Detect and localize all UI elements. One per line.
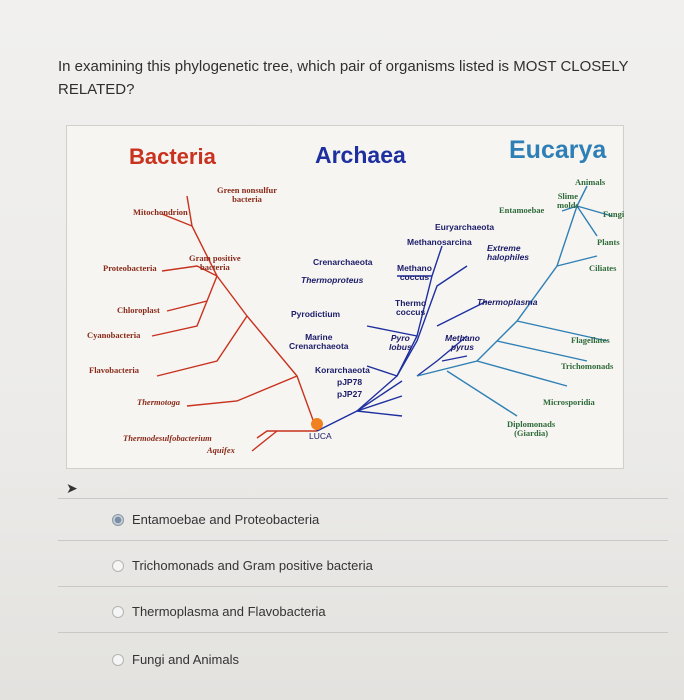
label-diplomonads: Diplomonads (Giardia): [507, 419, 556, 438]
label-thermodesulfobacterium: Thermodesulfobacterium: [123, 433, 212, 443]
answer-option-3[interactable]: Thermoplasma and Flavobacteria: [112, 604, 326, 619]
mouse-pointer-icon: ➤: [66, 480, 78, 496]
divider-2: [58, 586, 668, 587]
label-methanosarcina: Methanosarcina: [407, 237, 472, 247]
label-ciliates: Ciliates: [589, 263, 617, 273]
label-flagellates: Flagellates: [571, 335, 610, 345]
label-chloroplast: Chloroplast: [117, 305, 160, 315]
radio-icon[interactable]: [112, 559, 124, 572]
archaea-title: Archaea: [315, 142, 406, 168]
question-line-1: In examining this phylogenetic tree, whi…: [58, 58, 629, 75]
label-pyrodictium: Pyrodictium: [291, 309, 341, 319]
question-text: In examining this phylogenetic tree, whi…: [58, 55, 658, 101]
eucarya-branches: [416, 185, 613, 417]
label-marine-crenarchaeota: Marine Crenarchaeota: [289, 332, 349, 351]
label-mitochondrion: Mitochondrion: [133, 207, 188, 217]
label-proteobacteria: Proteobacteria: [103, 263, 157, 273]
answer-option-4[interactable]: Fungi and Animals: [112, 652, 239, 667]
label-methanopyrus: Methano pyrus: [445, 333, 480, 352]
luca-dot: [311, 418, 323, 430]
label-entamoebae: Entamoebae: [499, 205, 545, 215]
divider-3: [58, 632, 668, 633]
label-flavobacteria: Flavobacteria: [89, 365, 140, 375]
label-pyrolobus: Pyro lobus: [389, 333, 412, 352]
label-methanococcus: Methano coccus: [397, 263, 432, 282]
label-euryarchaeota: Euryarchaeota: [435, 222, 495, 232]
label-aquifex: Aquifex: [207, 445, 235, 455]
tree-branches: [151, 185, 613, 452]
label-green-nonsulfur: Green nonsulfur bacteria: [217, 185, 278, 204]
label-microsporidia: Microsporidia: [543, 397, 595, 407]
label-crenarchaeota: Crenarchaeota: [313, 257, 373, 267]
question-line-2: RELATED?: [58, 81, 135, 98]
label-extreme-halophiles: Extreme halophiles: [487, 243, 530, 262]
label-thermotoga: Thermotoga: [137, 397, 180, 407]
label-korarchaeota: Korarchaeota: [315, 365, 370, 375]
divider-top: [58, 498, 668, 499]
divider-1: [58, 540, 668, 541]
radio-icon[interactable]: [112, 605, 124, 618]
bacteria-branches: [151, 195, 318, 452]
phylogenetic-tree-figure: Bacteria Archaea Eucarya Green nonsulfur…: [66, 125, 624, 469]
label-trichomonads: Trichomonads: [561, 361, 614, 371]
label-luca: LUCA: [309, 431, 332, 441]
answer-option-2-label: Trichomonads and Gram positive bacteria: [132, 558, 373, 573]
answer-option-1-label: Entamoebae and Proteobacteria: [132, 512, 320, 527]
bacteria-title: Bacteria: [129, 144, 216, 169]
answer-option-1[interactable]: Entamoebae and Proteobacteria: [112, 512, 319, 527]
radio-selected-icon[interactable]: [112, 513, 124, 526]
label-animals: Animals: [575, 177, 606, 187]
label-thermococcus: Thermo coccus: [395, 298, 427, 317]
label-cyanobacteria: Cyanobacteria: [87, 330, 141, 340]
answer-option-4-label: Fungi and Animals: [132, 652, 239, 667]
label-thermoplasma: Thermoplasma: [477, 297, 538, 307]
label-slime-molds: Slime molds: [557, 191, 579, 210]
label-gram-positive: Gram positive bacteria: [189, 253, 241, 272]
label-thermoproteus: Thermoproteus: [301, 275, 364, 285]
answer-option-3-label: Thermoplasma and Flavobacteria: [132, 604, 326, 619]
archaea-branches: [316, 245, 488, 432]
radio-icon[interactable]: [112, 653, 124, 666]
label-fungi: Fungi: [603, 209, 625, 219]
answer-option-2[interactable]: Trichomonads and Gram positive bacteria: [112, 558, 373, 573]
eucarya-title: Eucarya: [509, 136, 607, 164]
label-pjp27: pJP27: [337, 389, 363, 399]
label-plants: Plants: [597, 237, 620, 247]
label-pjp78: pJP78: [337, 377, 363, 387]
